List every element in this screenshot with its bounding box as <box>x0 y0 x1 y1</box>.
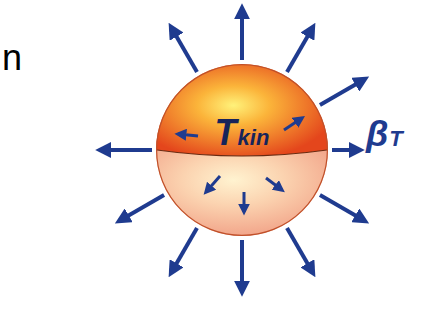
flow-arrow <box>240 240 244 292</box>
flow-arrow <box>287 228 313 273</box>
flow-arrow <box>171 27 197 72</box>
cut-label: n <box>2 38 22 78</box>
flow-arrow <box>171 228 197 273</box>
flow-arrow <box>240 8 244 60</box>
flow-arrow <box>320 195 365 221</box>
flow-arrow <box>287 27 313 72</box>
temperature-label: Tkin <box>215 113 270 151</box>
flow-arrow <box>119 195 164 221</box>
fireball-sphere: Tkin <box>156 64 328 236</box>
flow-velocity-label: βT <box>366 114 403 152</box>
flow-arrow <box>320 79 365 105</box>
flow-arrow <box>332 148 360 152</box>
flow-arrow <box>100 148 152 152</box>
